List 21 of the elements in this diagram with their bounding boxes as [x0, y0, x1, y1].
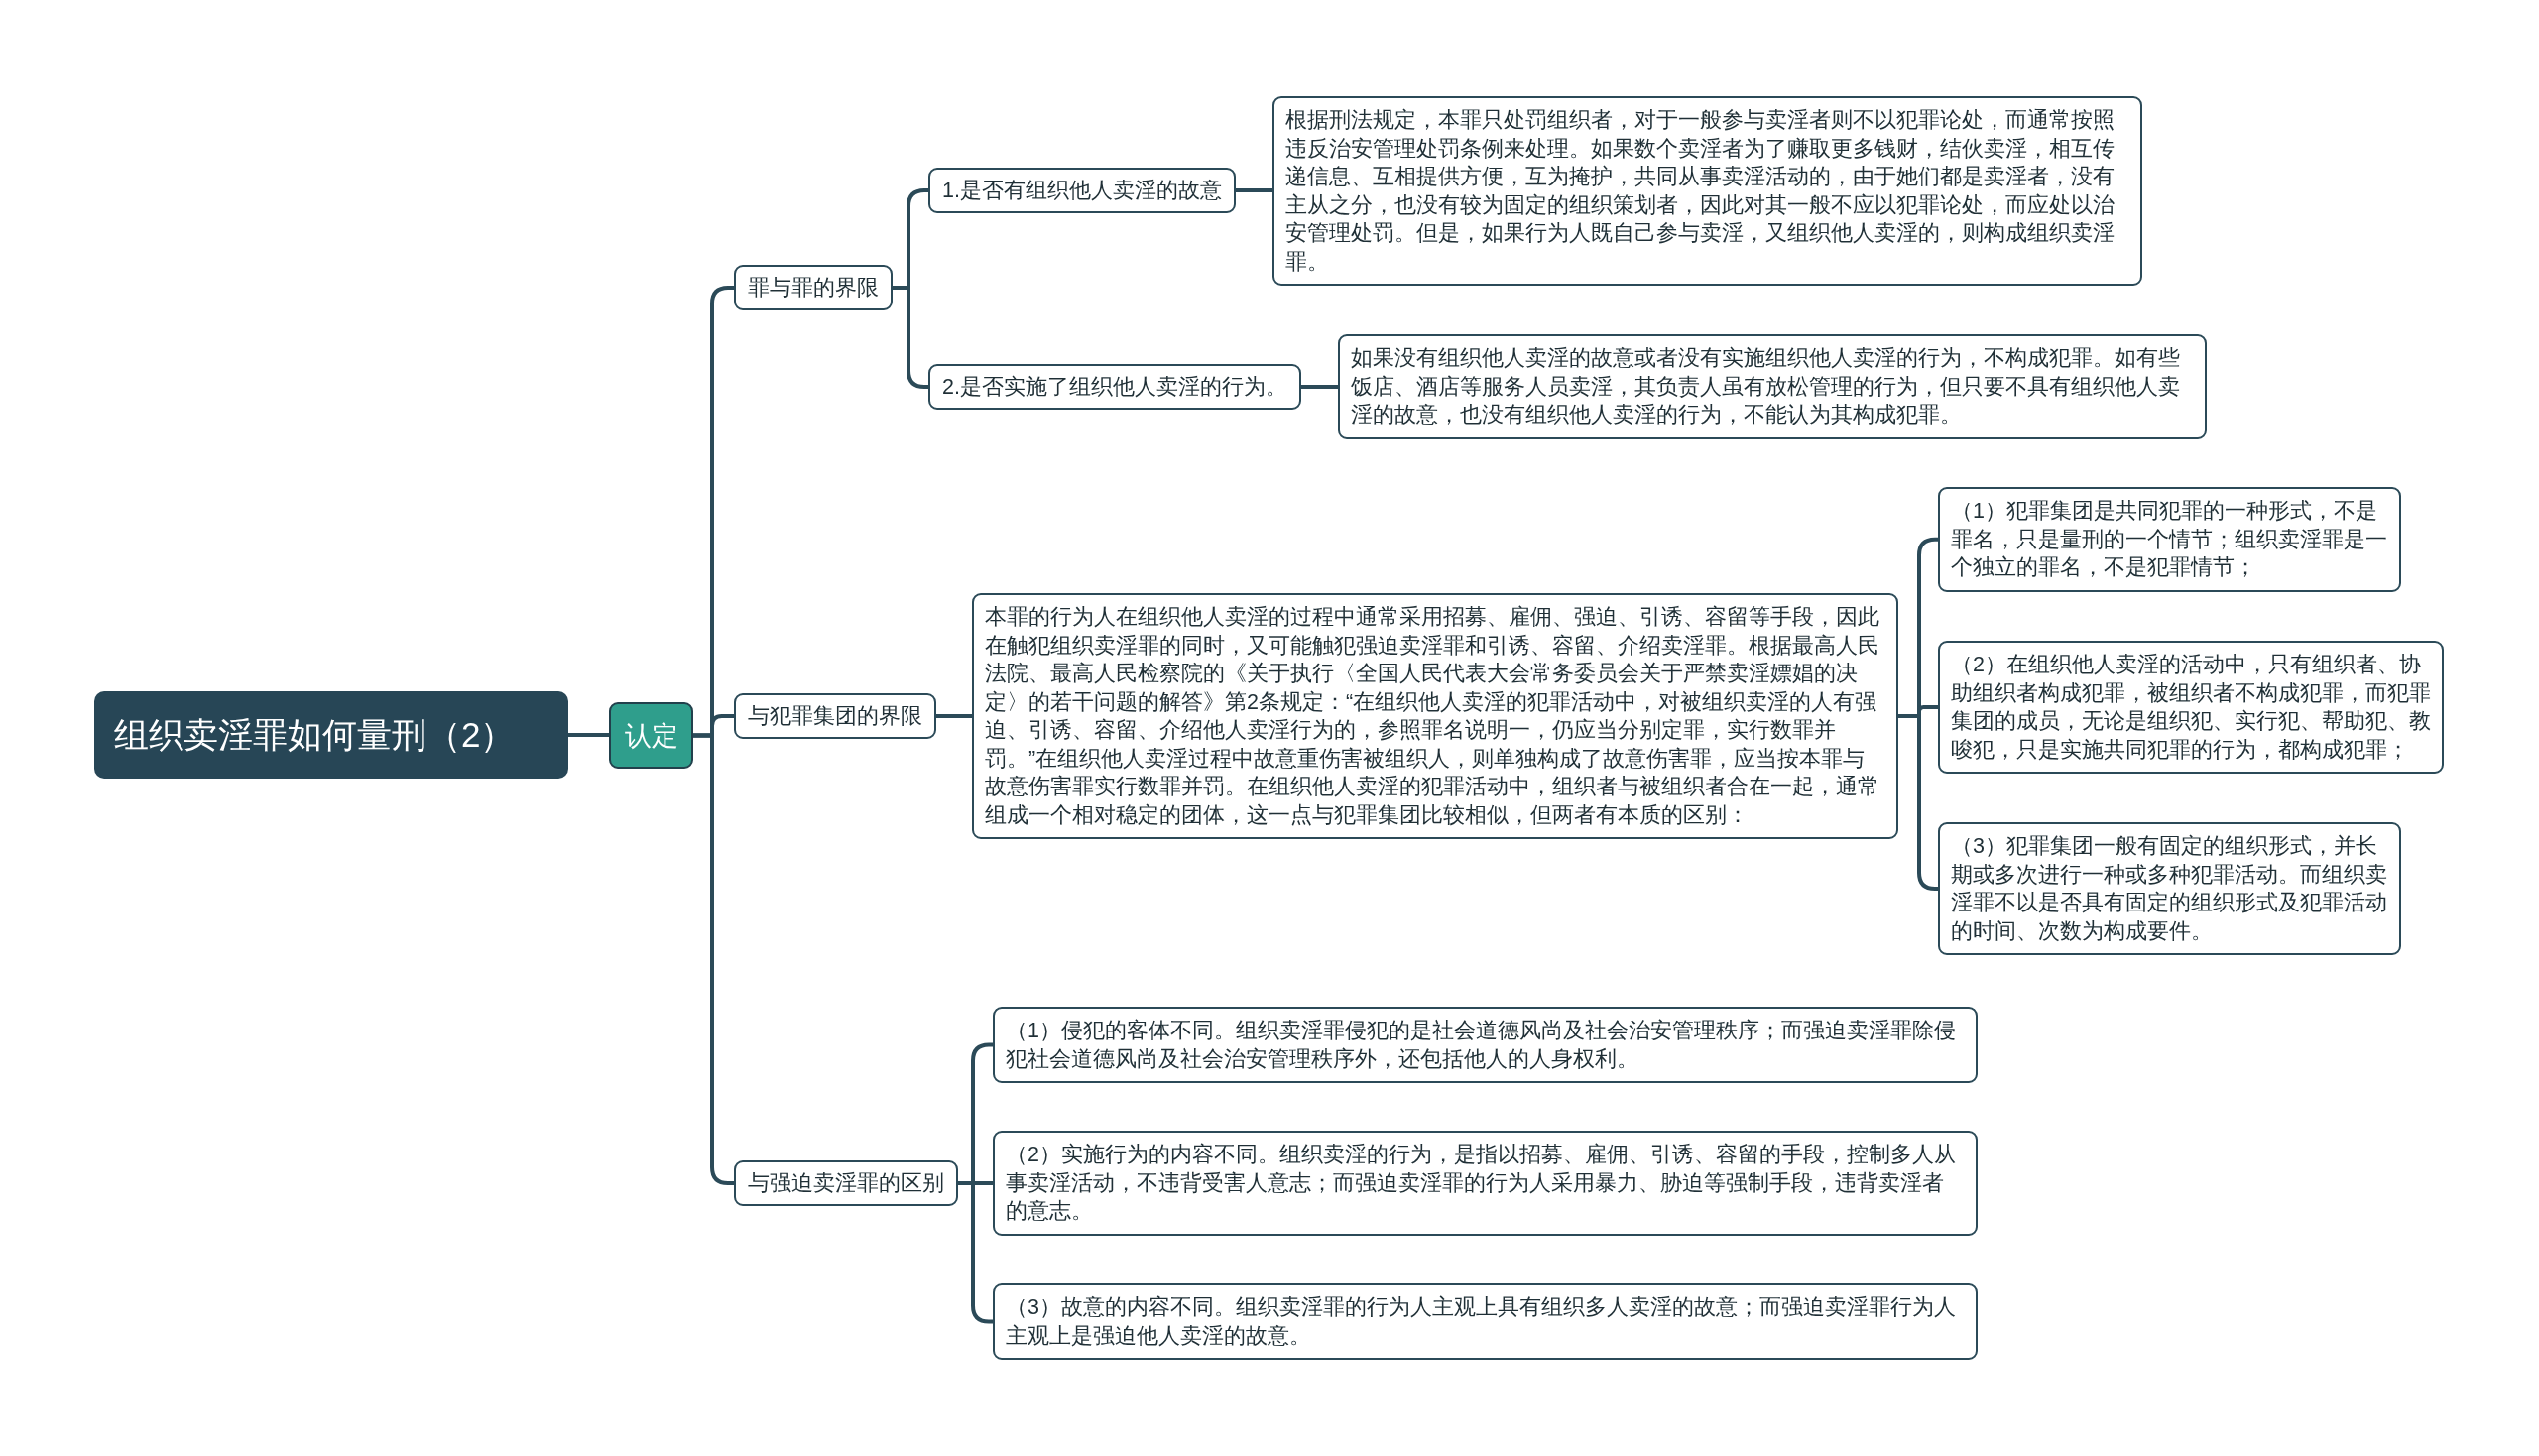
text-note: （3）故意的内容不同。组织卖淫罪的行为人主观上具有组织多人卖淫的故意；而强迫卖淫罪行为人主观上是强迫他人卖淫的故意。 [993, 1283, 1978, 1360]
text-note: 如果没有组织他人卖淫的故意或者没有实施组织他人卖淫的行为，不构成犯罪。如有些饭店、酒店等服务人员卖淫，其负责人虽有放松管理的行为，但只要不具有组织他人卖淫的故意，也没有组织他人卖淫的行为，不能认为其构成犯罪。 [1338, 334, 2207, 439]
main-topic: 认定 [609, 702, 693, 769]
text-note: （2）实施行为的内容不同。组织卖淫的行为，是指以招募、雇佣、引诱、容留的手段，控制多人从事卖淫活动，不违背受害人意志；而强迫卖淫罪的行为人采用暴力、胁迫等强制手段，违背卖淫者的意志。 [993, 1131, 1978, 1236]
text-note: （1）侵犯的客体不同。组织卖淫罪侵犯的是社会道德风尚及社会治安管理秩序；而强迫卖淫罪除侵犯社会道德风尚及社会治安管理秩序外，还包括他人的人身权利。 [993, 1007, 1978, 1083]
text-note: （2）在组织他人卖淫的活动中，只有组织者、协助组织者构成犯罪，被组织者不构成犯罪，而犯罪集团的成员，无论是组织犯、实行犯、帮助犯、教唆犯，只是实施共同犯罪的行为，都构成犯罪； [1938, 641, 2444, 774]
branch-topic: 与强迫卖淫罪的区别 [734, 1160, 958, 1206]
connector-line [936, 714, 972, 718]
text-note: （1）犯罪集团是共同犯罪的一种形式，不是罪名，只是量刑的一个情节；组织卖淫罪是一个独立的罪名，不是犯罪情节； [1938, 487, 2401, 592]
connector-line [693, 733, 734, 1185]
branch-topic: 罪与罪的界限 [734, 265, 893, 310]
branch-topic: 2.是否实施了组织他人卖淫的行为。 [928, 364, 1301, 410]
text-note: 根据刑法规定，本罪只处罚组织者，对于一般参与卖淫者则不以犯罪论处，而通常按照违反治安管理处罚条例来处理。如果数个卖淫者为了赚取更多钱财，结伙卖淫，相互传递信息、互相提供方便，互为掩护，共同从事卖淫活动的，由于她们都是卖淫者，没有主从之分，也没有较为固定的组织策划者，因此对其一般不应以犯罪论处，而应处以治安管理处罚。但是，如果行为人既自己参与卖淫，又组织他人卖淫的，则构成组织卖淫罪。 [1272, 96, 2142, 286]
connector-line [1300, 385, 1338, 389]
branch-topic: 与犯罪集团的界限 [734, 693, 936, 739]
branch-topic: 1.是否有组织他人卖淫的故意 [928, 168, 1236, 213]
text-note: 本罪的行为人在组织他人卖淫的过程中通常采用招募、雇佣、强迫、引诱、容留等手段，因此在触犯组织卖淫罪的同时，又可能触犯强迫卖淫罪和引诱、容留、介绍卖淫罪。根据最高人民法院、最高人民检察院的《关于执行〈全国人民代表大会常务委员会关于严禁卖淫嫖娼的决定〉的若干问题的解答》第2条规定：“在组织他人卖淫的犯罪活动中，对被组织卖淫的人有强迫、引诱、容留、介绍他人卖淫行为的，参照罪名说明一，仍应当分别定罪，实行数罪并罚。”在组织他人卖淫过程中故意重伤害被组织人，则单独构成了故意伤害罪，应当按本罪与故意伤害罪实行数罪并罚。在组织他人卖淫的犯罪活动中，组织者与被组织者合在一起，通常组成一个相对稳定的团体，这一点与犯罪集团比较相似，但两者有本质的区别： [972, 593, 1898, 839]
central-topic: 组织卖淫罪如何量刑（2） [94, 691, 568, 779]
connector-line [1235, 188, 1272, 192]
text-note: （3）犯罪集团一般有固定的组织形式，并长期或多次进行一种或多种犯罪活动。而组织卖淫罪不以是否具有固定的组织形式及犯罪活动的时间、次数为构成要件。 [1938, 822, 2401, 955]
connector-line [568, 733, 609, 737]
